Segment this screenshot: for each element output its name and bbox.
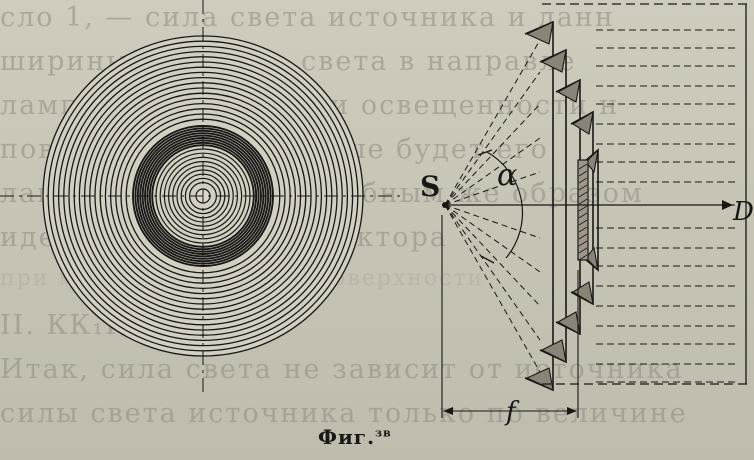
light-source-point [442,202,448,208]
hatch-line [578,219,588,226]
hatch-line [578,177,588,184]
ray-to-lens [444,204,541,239]
hatch-line [578,226,588,233]
prism-tooth-top [540,49,567,73]
angle-tick-top [477,149,493,156]
ray-to-lens [444,171,541,206]
hatch-line [578,212,588,219]
hatch-line [578,233,588,240]
prism-tooth-top [556,78,581,103]
hatch-line [578,163,588,170]
central-lens-section [577,159,589,261]
hatch-line [578,198,588,205]
hatch-line [578,184,588,191]
prism-tooth-bottom [540,339,567,363]
ray-to-lens [444,204,541,307]
caption-text: Фиг. [318,425,376,449]
background-text-line: силы света источника только по величине [0,398,688,429]
direction-label: D [733,197,754,227]
axis-arrowhead [722,200,733,210]
ray-to-lens [444,39,541,206]
background-text-line: сло 1, — сила света источника и данн [0,2,615,33]
figure-caption: Фиг.зв [318,425,392,449]
focal-arrow-right [567,407,577,415]
background-text-line: Итак, сила света не зависит от источника [0,354,684,385]
dimension-lines [441,3,750,418]
prism-tooth-top [571,110,594,135]
caption-number: зв [375,426,392,440]
prism-tooth-bottom [585,246,599,272]
ray-to-lens [444,71,541,206]
hatch-line [578,247,588,254]
hatch-line [578,205,588,212]
focal-length-label: f [506,397,516,427]
prism-tooth-top [525,21,554,45]
prism-tooth-top [585,148,599,174]
light-rays [442,29,735,383]
angle-arc [486,151,524,259]
hatch-line [578,240,588,247]
ray-to-lens [444,204,541,373]
ray-to-lens [444,103,541,206]
prism-tooth-bottom [571,281,594,306]
lens-zone-outline [555,78,581,336]
lens-zone-outline [583,148,599,272]
lens-zone-outline [524,20,554,392]
hatch-line [578,254,588,261]
prism-tooth-bottom [556,311,581,336]
angle-tick-bottom [480,255,495,264]
ray-to-lens [444,204,541,341]
ray-to-lens [444,137,541,206]
hatch-line [578,170,588,177]
hatch-line [578,191,588,198]
source-label: S [420,170,441,203]
lens-side-view [524,20,599,392]
angle-label: α [497,158,518,193]
center-crosshair [0,0,405,395]
focal-arrow-left [443,407,453,415]
